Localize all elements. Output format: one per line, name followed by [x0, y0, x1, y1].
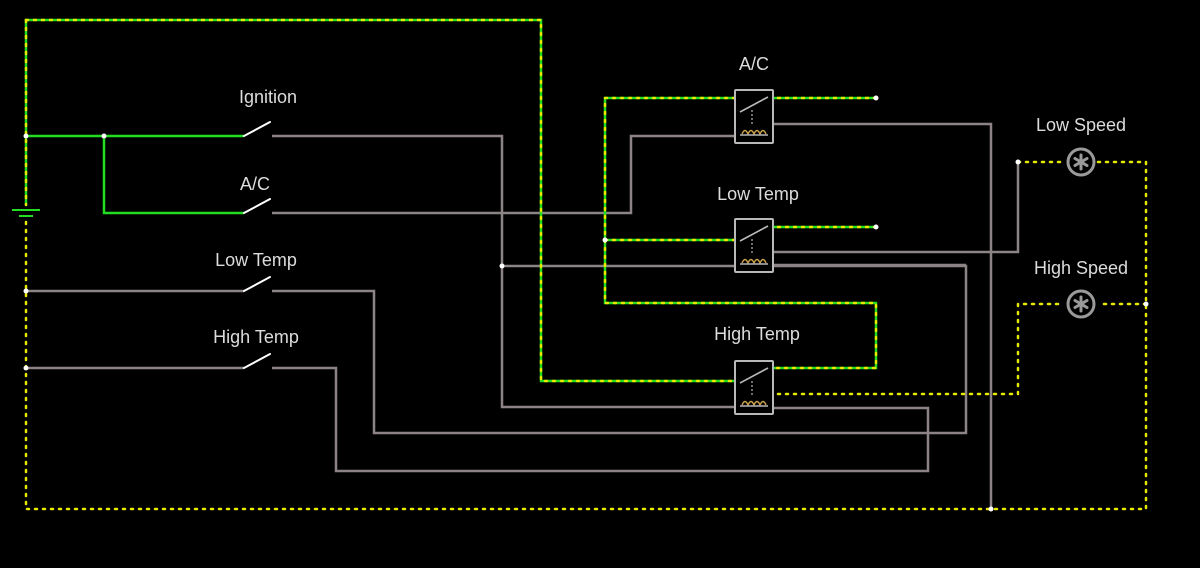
- current-dots: [24, 18, 1148, 511]
- idle-wires: [26, 122, 1020, 509]
- label-ac-relay: A/C: [739, 54, 769, 74]
- switch-low-temp[interactable]: Low Temp: [215, 250, 297, 292]
- wire-hightemp-switch: [26, 366, 930, 473]
- relay-icon: [734, 218, 774, 273]
- fan-motor-icon: [1066, 289, 1096, 319]
- switch-icon: [243, 276, 271, 292]
- label-ac-switch: A/C: [240, 174, 270, 194]
- battery-icon: [12, 209, 40, 217]
- label-low-temp-relay: Low Temp: [717, 184, 799, 204]
- wire-lowtemp-relay-nc: [770, 162, 1020, 254]
- switch-high-temp[interactable]: High Temp: [213, 327, 299, 369]
- label-low-speed: Low Speed: [1036, 115, 1126, 135]
- switch-ignition[interactable]: Ignition: [239, 87, 297, 137]
- label-high-temp-switch: High Temp: [213, 327, 299, 347]
- relay-icon: [734, 360, 774, 415]
- switch-ac[interactable]: A/C: [240, 174, 271, 214]
- switch-icon: [243, 121, 271, 137]
- wire-ignition-to-hightemp-coil: [272, 134, 735, 409]
- relay-low-temp[interactable]: Low Temp: [717, 184, 799, 273]
- relay-icon: [734, 89, 774, 144]
- fan-motor-icon: [1066, 147, 1096, 177]
- wire-battery-plus: [24, 18, 735, 383]
- junction-nodes: [23, 95, 1149, 512]
- wire-battery-to-switches: [26, 134, 244, 215]
- label-high-temp-relay: High Temp: [714, 324, 800, 344]
- wire-ac-relay-return: [770, 122, 993, 509]
- wire-acswitch-to-ac-coil: [272, 134, 735, 215]
- switch-icon: [243, 353, 271, 369]
- relay-high-temp[interactable]: High Temp: [714, 324, 800, 415]
- relay-ac[interactable]: A/C: [734, 54, 774, 144]
- motor-low-speed[interactable]: Low Speed: [1036, 115, 1126, 177]
- switch-icon: [243, 198, 271, 214]
- label-ignition: Ignition: [239, 87, 297, 107]
- label-low-temp-switch: Low Temp: [215, 250, 297, 270]
- label-high-speed: High Speed: [1034, 258, 1128, 278]
- motor-high-speed[interactable]: High Speed: [1034, 258, 1128, 319]
